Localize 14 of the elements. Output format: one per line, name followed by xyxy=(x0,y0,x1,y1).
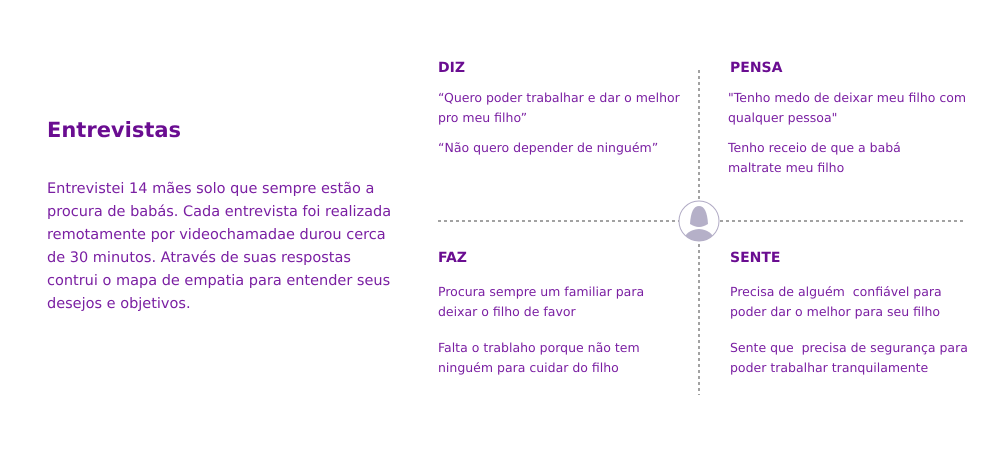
quote-text: "Tenho medo de deixar meu filho com qualquer pessoa" xyxy=(728,89,968,127)
quadrant-heading: FAZ xyxy=(438,250,467,266)
intro-paragraph: Entrevistei 14 mães solo que sempre estão a procura de babás. Cada entrevista foi realizada remotamente por videochamadae durou cerca de 30 minutos. Através de suas respostas contrui o mapa de empatia para entender seus desejos e objetivos. xyxy=(47,180,392,314)
quadrant-heading: DIZ xyxy=(438,60,465,76)
quote-text: Sente que precisa de segurança para poder trabalhar tranquilamente xyxy=(730,339,969,377)
section-title: Entrevistas xyxy=(47,118,182,142)
quote-text: “Não quero depender de ninguém” xyxy=(438,139,660,157)
quote-text: Tenho receio de que a babá maltrate meu filho xyxy=(728,139,902,177)
quote-text: “Quero poder trabalhar e dar o melhor pro meu filho” xyxy=(438,89,681,127)
quote-text: Precisa de alguém confiável para poder dar o melhor para seu filho xyxy=(730,283,943,321)
quote-text: Falta o trablaho porque não tem ninguém para cuidar do filho xyxy=(438,339,641,377)
quadrant-heading: SENTE xyxy=(730,250,780,266)
quote-text: Procura sempre um familiar para deixar o filho de favor xyxy=(438,283,646,321)
quadrant-heading: PENSA xyxy=(730,60,782,76)
